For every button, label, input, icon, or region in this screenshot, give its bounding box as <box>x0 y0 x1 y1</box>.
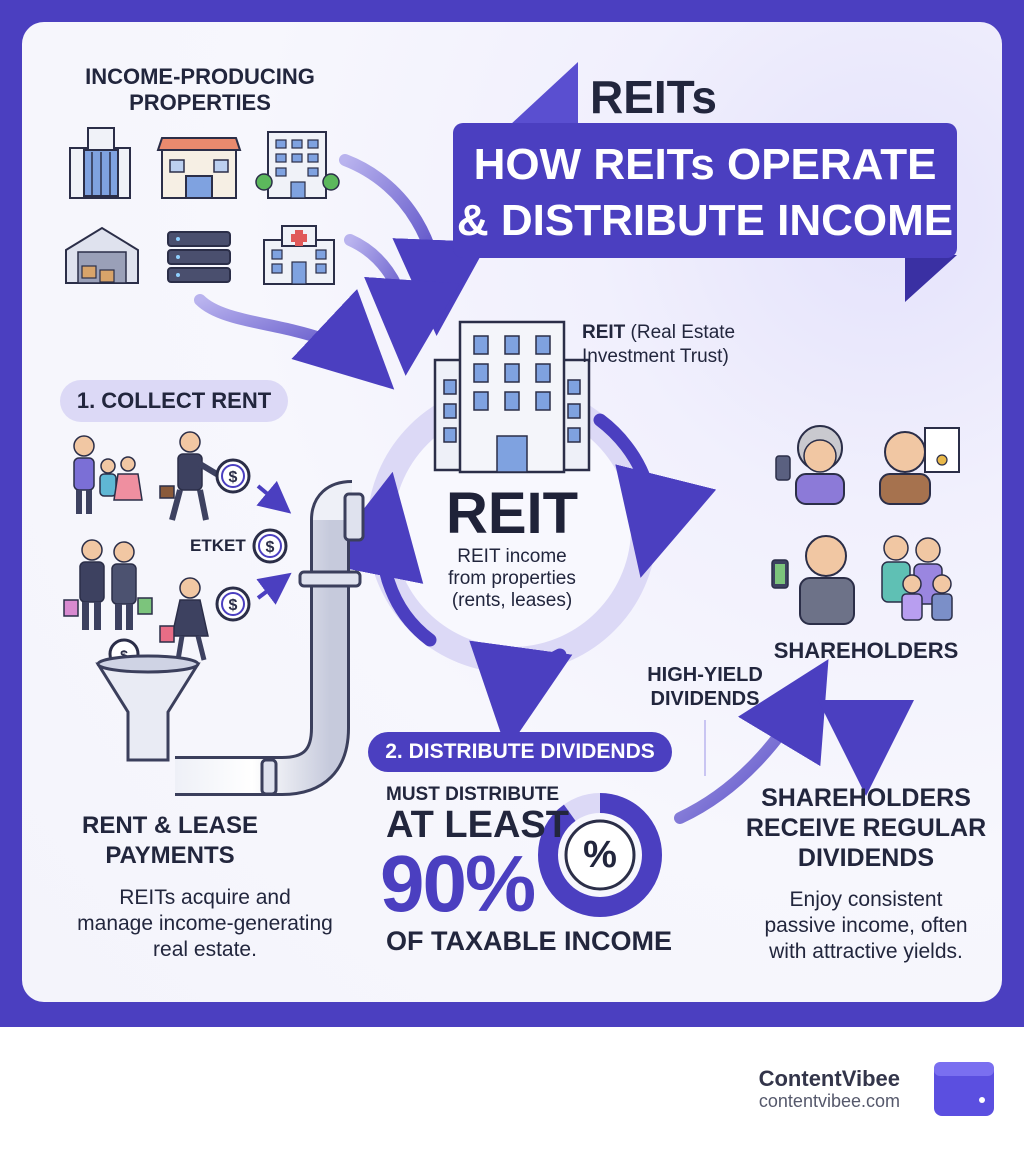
step1-desc-line-2: manage income-generating <box>77 912 333 935</box>
properties-heading-line-2: PROPERTIES <box>129 90 271 115</box>
shareholders-label: SHAREHOLDERS <box>773 638 959 663</box>
rent-lease-caption-line-2: PAYMENTS <box>105 842 235 869</box>
reit-label-line-1: REIT (Real Estate <box>582 322 735 344</box>
warehouse-icon <box>65 226 139 284</box>
svg-text:$: $ <box>266 539 275 556</box>
rent-lease-caption-line-1: RENT & LEASE <box>81 812 258 839</box>
svg-text:$: $ <box>229 597 238 614</box>
businessman-icon <box>159 431 222 521</box>
coin-dollar-glyphs: $ $ $ $ <box>120 469 274 663</box>
must-distribute-text: MUST DISTRIBUTE <box>386 784 560 805</box>
high-yield-line-1: HIGH-YIELD <box>647 664 763 686</box>
shareholders-desc-line-1: Enjoy consistent <box>789 888 943 911</box>
stray-etket-label: ETKET <box>190 536 246 555</box>
office-building-icon <box>69 127 131 199</box>
reit-label-bold: REIT <box>582 322 626 343</box>
ribbon-tail <box>905 255 957 302</box>
reit-building-icon <box>433 320 591 474</box>
ribbon-flag <box>510 62 578 125</box>
apartment-building-icon <box>255 131 340 199</box>
footer-url[interactable]: contentvibee.com <box>758 1091 900 1111</box>
coin-arrows <box>256 480 292 605</box>
shareholders-desc-line-3: with attractive yields. <box>769 940 963 963</box>
ninety-percent-text: 90% <box>380 839 536 928</box>
distribute-dividends-badge: 2. DISTRIBUTE DIVIDENDS <box>368 732 672 772</box>
percent-donut <box>538 793 662 917</box>
reit-center-title: REIT <box>445 481 579 546</box>
reits-kicker: REITs <box>590 71 717 123</box>
reit-center-line-1: REIT income <box>457 546 567 567</box>
reit-center-line-3: (rents, leases) <box>451 590 573 611</box>
title-line-1: HOW REITs OPERATE <box>473 140 937 189</box>
data-center-icon <box>167 231 231 283</box>
tenant-couple-icon <box>63 539 153 630</box>
elderly-woman-phone-icon <box>775 425 845 505</box>
collect-rent-badge: 1. COLLECT RENT <box>60 380 288 422</box>
title-box <box>453 123 957 258</box>
reit-label-rest: (Real Estate <box>625 322 736 343</box>
svg-text:$: $ <box>229 469 238 486</box>
footer-brand: ContentVibee <box>758 1066 900 1091</box>
shareholders-receive-line-1: SHAREHOLDERS <box>761 784 971 812</box>
at-least-text: AT LEAST <box>386 804 569 846</box>
dividend-arrow <box>674 659 829 824</box>
title-line-2: & DISTRIBUTE INCOME <box>456 196 954 245</box>
step1-desc-line-1: REITs acquire and <box>119 886 291 909</box>
cycle-arrows <box>321 413 717 751</box>
elderly-man-certificate-icon <box>879 427 960 505</box>
properties-heading-line-1: INCOME-PRODUCING <box>85 64 315 89</box>
retail-store-icon <box>156 137 242 199</box>
contentvibee-logo-icon <box>934 1062 994 1116</box>
elderly-man-phone-icon <box>771 535 855 625</box>
reit-label-line-2: Investment Trust) <box>582 346 729 367</box>
of-taxable-income-text: OF TAXABLE INCOME <box>386 926 672 956</box>
property-flow-arrows <box>194 154 489 390</box>
hospital-icon <box>263 225 335 285</box>
shareholders-desc-line-2: passive income, often <box>764 914 968 937</box>
funnel-pipe-icon <box>95 480 365 796</box>
percent-symbol: % <box>583 834 617 876</box>
coin-icons <box>108 458 288 670</box>
shareholders-receive-line-2: RECEIVE REGULAR <box>745 814 987 842</box>
high-yield-line-2: DIVIDENDS <box>650 688 760 710</box>
step1-desc-line-3: real estate. <box>153 938 257 961</box>
shareholders-receive-line-3: DIVIDENDS <box>797 844 935 872</box>
shareholder-family-icon <box>881 535 953 621</box>
tenant-family-icon <box>73 435 143 514</box>
shopper-woman-icon <box>159 577 209 661</box>
reit-center-line-2: from properties <box>448 568 576 589</box>
svg-text:$: $ <box>120 647 128 663</box>
